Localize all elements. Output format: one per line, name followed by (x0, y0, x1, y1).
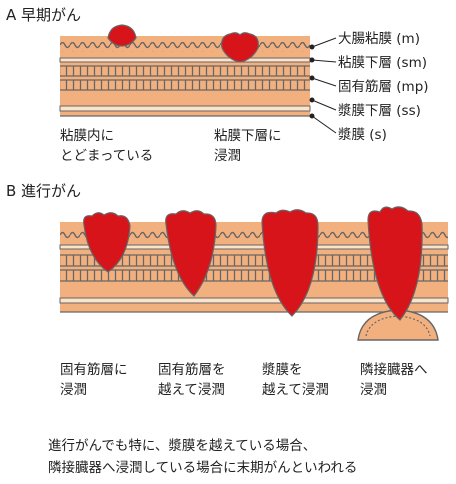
caption-b4-line2: 浸潤 (360, 382, 387, 398)
layer-label-serosa: 漿膜 (s) (338, 127, 387, 143)
caption-a1-line2: とどまっている (60, 148, 153, 164)
tumor-early-submucosa (221, 32, 259, 63)
section-b-title: B 進行がん (6, 182, 81, 200)
layer-label-subserosa: 漿膜下層 (ss) (338, 103, 421, 119)
section-a-title: A 早期がん (6, 6, 81, 24)
caption-b4-line1: 隣接臓器へ (360, 361, 428, 378)
layer-label-mucosa: 大腸粘膜 (m) (338, 31, 420, 47)
footer-note-line2: 隣接臓器へ浸潤している場合に末期がんといわれる (48, 459, 357, 476)
tumor-advanced-adjacent-organ (367, 206, 423, 321)
tumor-early-mucosa (107, 24, 137, 47)
caption-a1-line1: 粘膜内に (60, 128, 114, 144)
layer-label-group: 大腸粘膜 (m) 粘膜下層 (sm) 固有筋層 (mp) 漿膜下層 (ss) 漿… (309, 31, 429, 143)
caption-b3-line2: 越えて浸潤 (262, 382, 329, 398)
early-cancer-tissue (59, 36, 311, 117)
caption-b2-line2: 越えて浸潤 (158, 382, 225, 398)
caption-b1-line2: 浸潤 (60, 382, 87, 398)
tumor-advanced-muscularis (83, 212, 131, 273)
layer-label-submucosa: 粘膜下層 (sm) (338, 55, 427, 71)
caption-a2-line1: 粘膜下層に (214, 128, 282, 144)
tumor-advanced-beyond-serosa (261, 209, 319, 317)
caption-b2-line1: 固有筋層を (158, 361, 226, 378)
caption-b1-line1: 固有筋層に (60, 361, 128, 378)
tumor-advanced-beyond-muscularis (165, 210, 217, 297)
caption-a2-line2: 浸潤 (214, 148, 241, 164)
footer-note-line1: 進行がんでも特に、漿膜を越えている場合、 (48, 438, 316, 454)
layer-label-muscularis: 固有筋層 (mp) (338, 78, 429, 95)
caption-b3-line1: 漿膜を (262, 362, 303, 378)
